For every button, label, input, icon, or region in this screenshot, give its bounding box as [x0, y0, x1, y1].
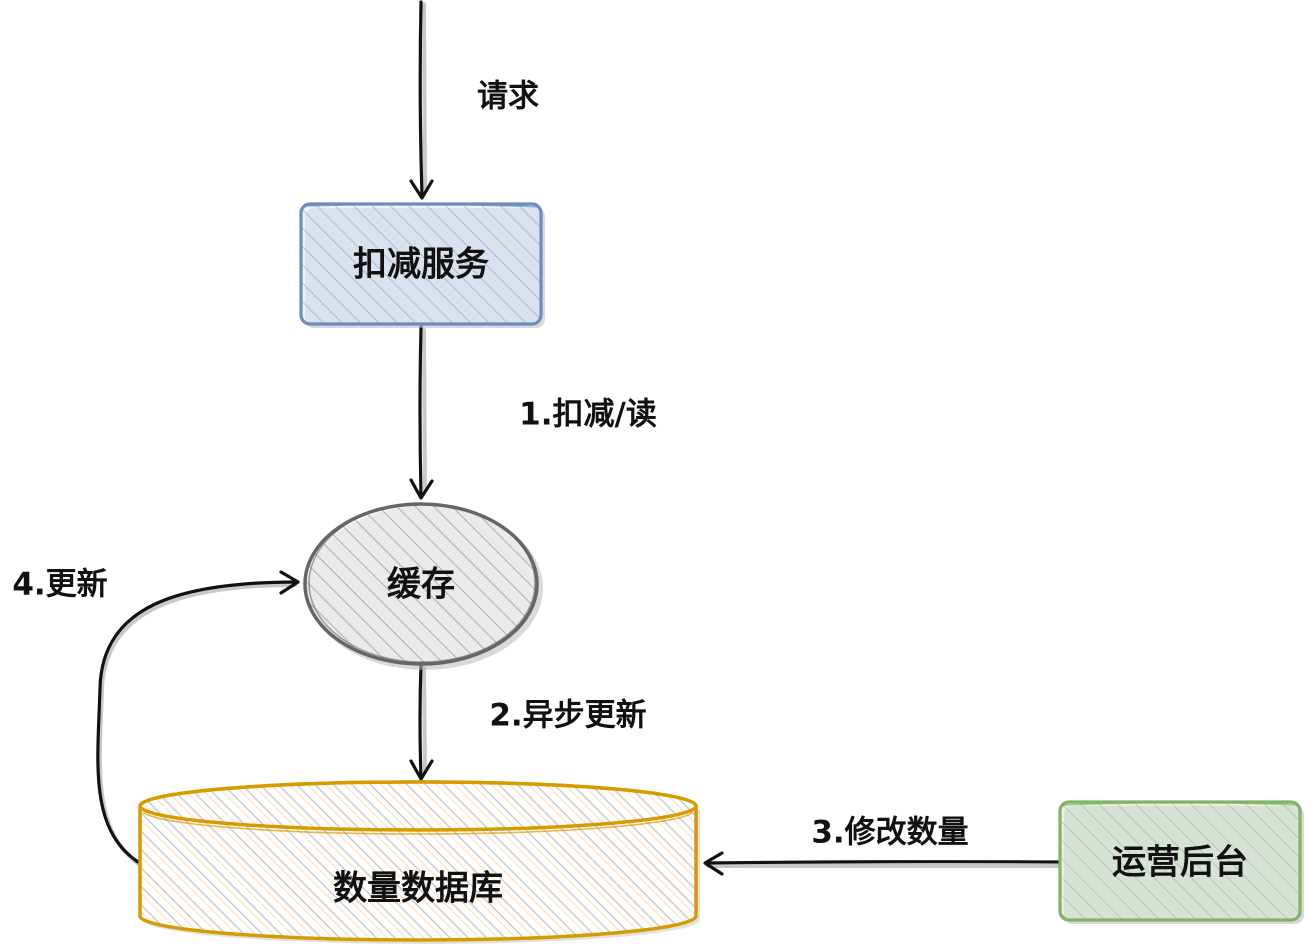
node-ops-backend: 运营后台: [1058, 800, 1304, 924]
node-cache: 缓存: [303, 502, 543, 670]
edge-label-deduct-read: 1.扣减/读: [519, 397, 657, 433]
edge-label-modify-quantity: 3.修改数量: [811, 815, 968, 851]
node-label-quantity-database: 数量数据库: [333, 869, 503, 909]
edge-label-async-update: 2.异步更新: [489, 698, 646, 734]
edge-deduct-read: [409, 325, 434, 500]
edge-request: [409, 0, 434, 200]
edge-async-update: [409, 663, 434, 781]
edge-update: [96, 570, 300, 867]
edge-label-request: 请求: [477, 79, 539, 115]
node-label-cache: 缓存: [387, 565, 455, 605]
node-label-deduct-service: 扣减服务: [353, 245, 489, 285]
node-deduct-service: 扣减服务: [299, 202, 545, 328]
edge-modify-quantity: [703, 851, 1062, 876]
node-label-ops-backend: 运营后台: [1112, 843, 1248, 883]
edge-label-update: 4.更新: [12, 567, 107, 603]
node-quantity-database: 数量数据库: [138, 780, 700, 944]
